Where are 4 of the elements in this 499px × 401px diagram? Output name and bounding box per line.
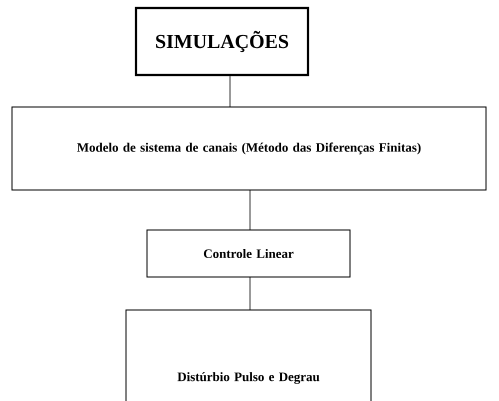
process-box: SIMULAÇÕES bbox=[134, 6, 310, 76]
process-box: Distúrbio Pulso e Degrau bbox=[126, 310, 372, 401]
process-box: Controle Linear bbox=[146, 230, 350, 278]
process-box: Modelo de sistema de canais (Método das Diferenças Finitas) bbox=[12, 106, 486, 190]
